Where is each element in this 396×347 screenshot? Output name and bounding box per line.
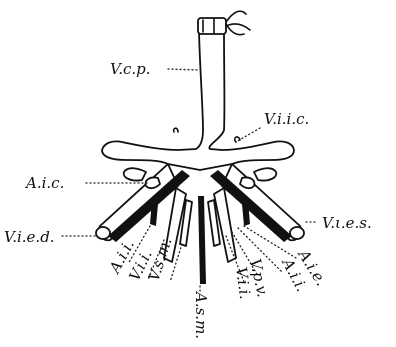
label-asm: A.s.m. <box>192 290 210 339</box>
left-iliac-vein <box>96 164 178 240</box>
label-vii-right: V.i.i. <box>232 266 254 300</box>
leader-lines <box>62 69 318 292</box>
right-iliac-vein <box>222 164 304 240</box>
label-viic: V.i.i.c. <box>264 110 309 128</box>
label-vcp: V.c.p. <box>110 60 151 78</box>
label-vied: V.i.e.d. <box>4 228 55 246</box>
vena-cava-trunk <box>102 11 294 170</box>
left-small-loop <box>174 128 178 132</box>
label-vies: V.ι.e.s. <box>322 214 372 232</box>
label-aic: A.i.c. <box>24 174 64 192</box>
